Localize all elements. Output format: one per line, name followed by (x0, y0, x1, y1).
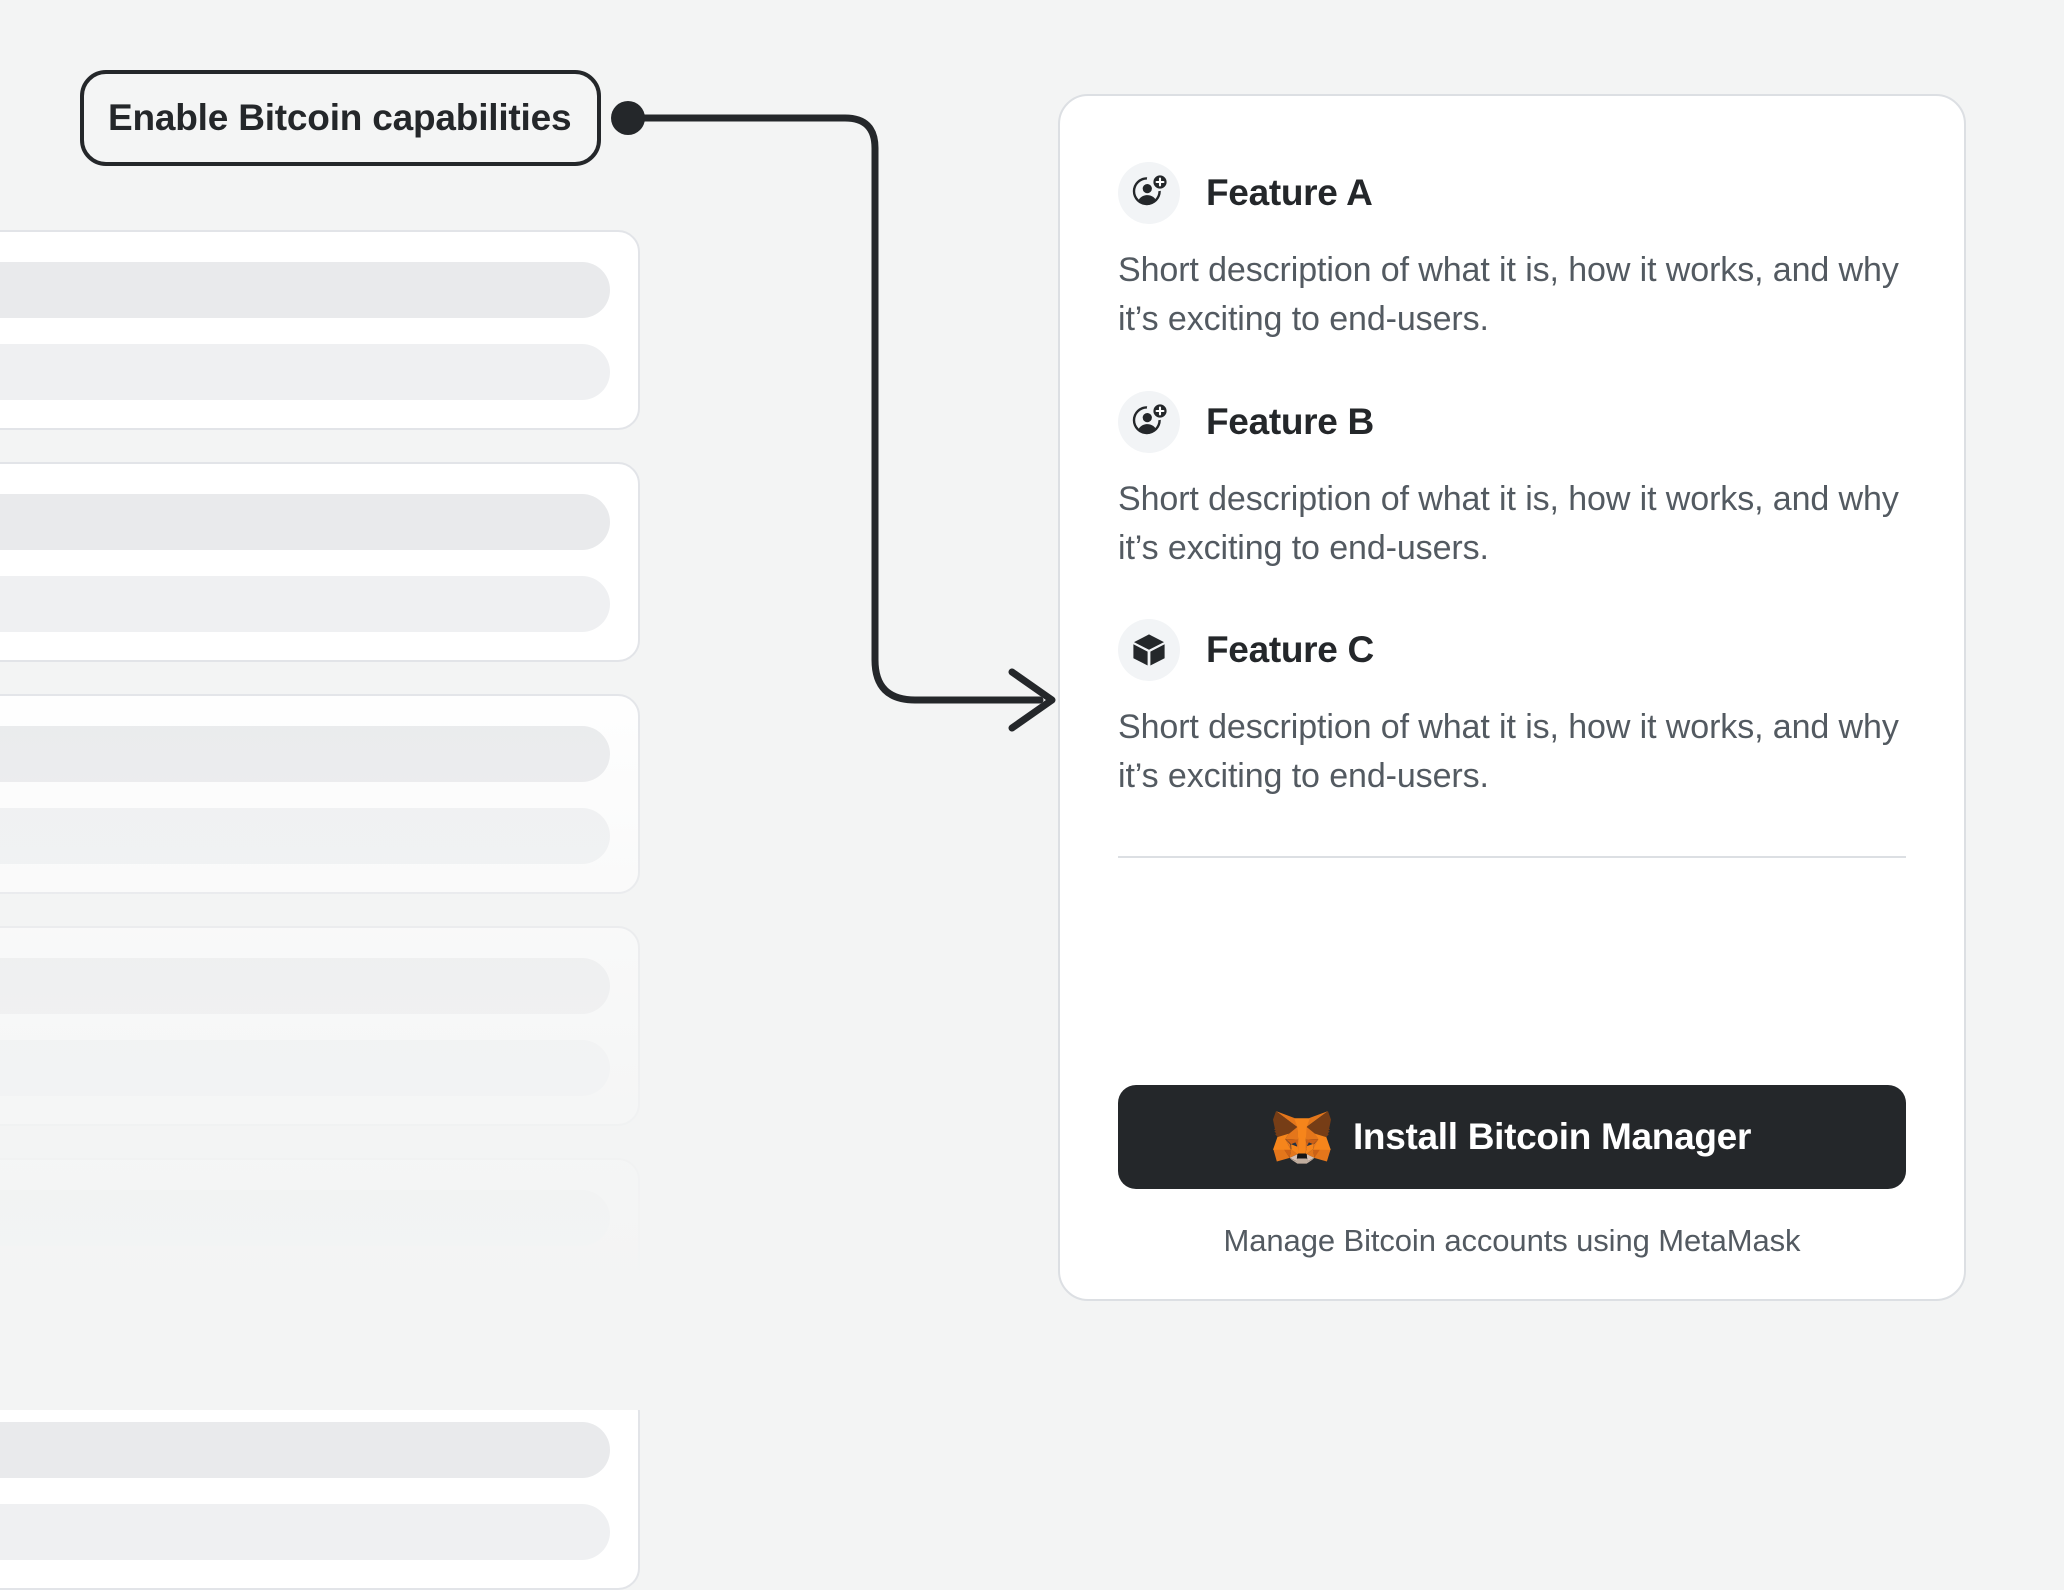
feature-header: Feature A (1118, 162, 1906, 224)
skeleton-card (0, 926, 640, 1126)
metamask-fox-icon (1272, 1110, 1331, 1164)
skeleton-bar (0, 494, 610, 550)
skeleton-card (0, 1158, 640, 1358)
account-add-icon (1118, 162, 1180, 224)
feature-description: Short description of what it is, how it … (1118, 708, 1899, 796)
skeleton-card (0, 462, 640, 662)
feature-item-a: Feature A Short description of what it i… (1118, 162, 1906, 345)
skeleton-bar (0, 1504, 610, 1560)
skeleton-bar (0, 958, 610, 1014)
feature-item-b: Feature B Short description of what it i… (1118, 390, 1906, 574)
annotation-callout: Enable Bitcoin capabilities (80, 70, 602, 166)
skeleton-card (0, 694, 640, 894)
feature-list: Feature A Short description of what it i… (1060, 96, 1964, 1023)
skeleton-card (0, 1390, 640, 1590)
feature-header: Feature C (1118, 619, 1906, 682)
skeleton-bar (0, 344, 610, 400)
card-divider (1118, 855, 1906, 858)
skeleton-bar (0, 576, 610, 632)
feature-description: Short description of what it is, how it … (1118, 251, 1899, 339)
skeleton-bar (0, 1272, 610, 1328)
skeleton-placeholder-list (0, 230, 640, 1590)
account-add-icon (1118, 390, 1180, 453)
feature-title: Feature C (1206, 629, 1374, 671)
annotation-label: Enable Bitcoin capabilities (108, 97, 572, 138)
cube-icon (1118, 619, 1180, 682)
feature-item-c: Feature C Short description of what it i… (1118, 619, 1906, 802)
feature-description: Short description of what it is, how it … (1118, 479, 1899, 567)
card-footer: Install Bitcoin Manager Manage Bitcoin a… (1060, 1023, 1964, 1299)
skeleton-bar (0, 262, 610, 318)
feature-card: Feature A Short description of what it i… (1058, 94, 1966, 1301)
install-bitcoin-manager-button[interactable]: Install Bitcoin Manager (1118, 1085, 1906, 1189)
skeleton-bar (0, 1422, 610, 1478)
skeleton-bar (0, 1190, 610, 1246)
skeleton-bar (0, 1040, 610, 1096)
skeleton-bar (0, 808, 610, 864)
skeleton-bar (0, 726, 610, 782)
footer-caption: Manage Bitcoin accounts using MetaMask (1223, 1223, 1801, 1258)
feature-header: Feature B (1118, 390, 1906, 453)
feature-title: Feature A (1206, 172, 1373, 213)
feature-title: Feature B (1206, 400, 1374, 442)
install-button-label: Install Bitcoin Manager (1352, 1116, 1752, 1157)
skeleton-card (0, 230, 640, 430)
connector-dot (611, 101, 645, 135)
